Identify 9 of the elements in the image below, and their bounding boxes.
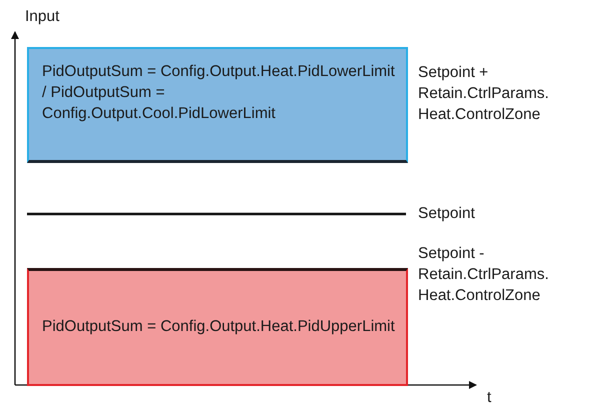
axis-label: t	[487, 388, 492, 407]
limit-label: Setpoint - Retain.CtrlParams. Heat.ControlZone	[418, 244, 550, 306]
limit-label: Setpoint + Retain.CtrlParams. Heat.ControlZone	[418, 63, 550, 125]
formula-text: PidOutputSum = Config.Output.Heat.PidLowerLimit / PidOutputSum = Config.Output.Cool.PidLowerLimit	[42, 62, 396, 124]
lower-zone-box	[27, 268, 408, 386]
setpoint-label: Setpoint	[418, 204, 476, 224]
formula-text: PidOutputSum = Config.Output.Heat.PidUpperLimit	[42, 317, 396, 337]
axis-label: Input	[25, 7, 60, 27]
upper-zone-box	[27, 47, 408, 163]
